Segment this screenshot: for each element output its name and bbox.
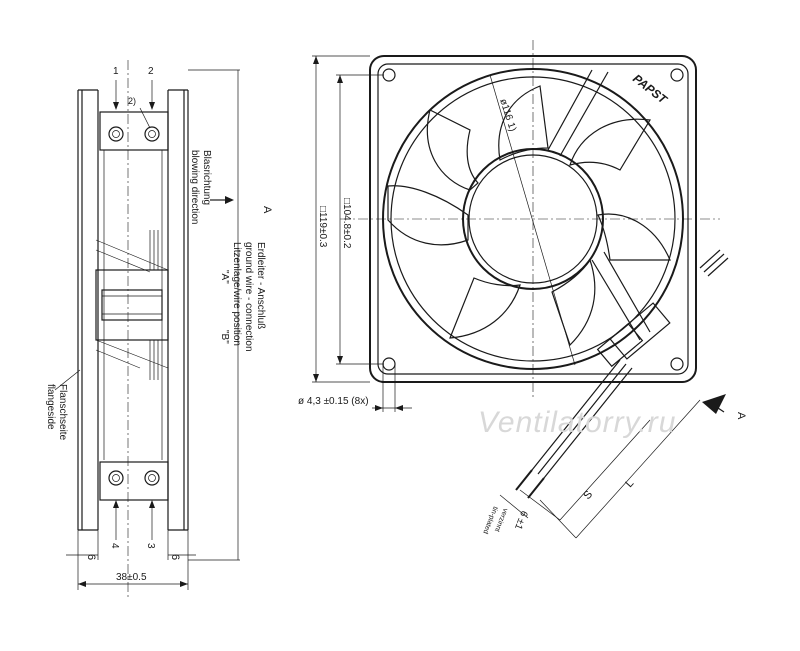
blowing-direction-de: Blasrichtung (201, 150, 212, 205)
brand-logo: PAPST (630, 71, 671, 107)
ground-wire-de: Erdleiter - Anschluß (255, 242, 266, 329)
dim-flange-right: 6 (169, 554, 181, 560)
side-label-3: 3 (145, 543, 156, 549)
wire-position-b: "B" (219, 330, 230, 344)
side-label-1: 1 (113, 66, 119, 77)
dim-hole-pitch: □104.8±0.2 (341, 198, 352, 249)
dim-mounting-holes: ø 4,3 ±0.15 (8x) (298, 396, 369, 407)
side-label-2b: 2) (128, 96, 136, 106)
fan-side-view (54, 60, 240, 600)
dim-length-s: S (581, 489, 595, 502)
blowing-direction-en: blowing direction (189, 150, 200, 225)
dim-length-l: L (623, 477, 636, 490)
flange-side-de: Flanschseite (57, 384, 68, 441)
dim-frame-size: □119±0.3 (317, 206, 328, 248)
dim-strip-length: 6 ±1 (512, 509, 530, 532)
side-label-4: 4 (109, 543, 120, 549)
watermark: Ventilatorry.ru (478, 406, 676, 439)
dim-flange-left: 6 (85, 554, 97, 560)
flange-side-en: flangeside (45, 384, 56, 430)
dim-depth: 38±0.5 (116, 572, 147, 583)
ground-wire-en: ground wire - connection (243, 242, 254, 352)
view-marker-side: A (261, 206, 273, 214)
wire-position: Litzenlage/wire position (231, 242, 242, 346)
fan-front-view (312, 40, 729, 539)
side-label-2: 2 (148, 66, 154, 77)
view-marker-front: A (735, 412, 747, 420)
wire-position-a: "A" (219, 270, 230, 284)
